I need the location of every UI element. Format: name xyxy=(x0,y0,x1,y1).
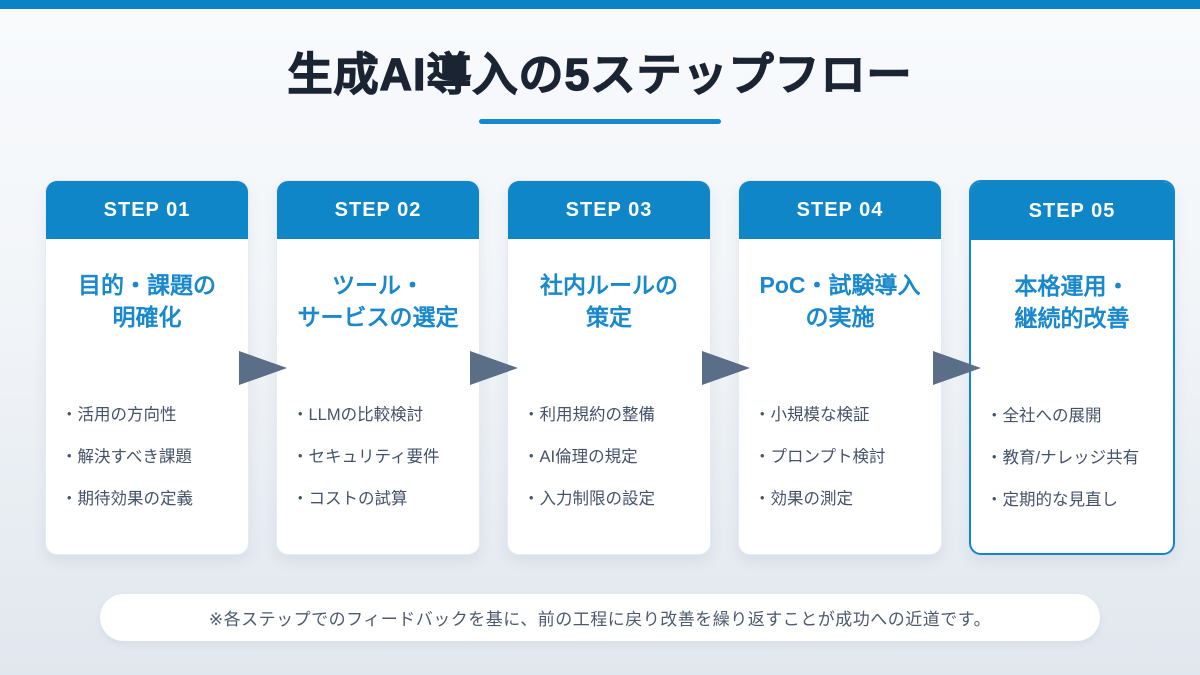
step-bullets: ・小規模な検証 ・プロンプト検討 ・効果の測定 xyxy=(739,401,941,527)
bullet-item: ・小規模な検証 xyxy=(754,406,870,424)
bullet-item: ・プロンプト検討 xyxy=(754,448,886,466)
step-card-5: STEP 05 本格運用・ 継続的改善 ・全社への展開 ・教育/ナレッジ共有 ・… xyxy=(969,180,1175,555)
step-label: STEP 04 xyxy=(796,198,884,221)
bullet-item: ・利用規約の整備 xyxy=(523,406,655,424)
title-block: 生成AI導入の5ステップフロー xyxy=(0,38,1200,124)
top-accent-bar xyxy=(0,0,1200,9)
bullet-item: ・AI倫理の規定 xyxy=(523,448,638,466)
step-card-2: STEP 02 ツール・ サービスの選定 ・LLMの比較検討 ・セキュリティ要件… xyxy=(276,180,480,555)
step-title-line: 本格運用・ xyxy=(1014,273,1130,299)
step-3-header: STEP 03 xyxy=(508,181,710,239)
step-label: STEP 02 xyxy=(334,198,422,221)
bullet-item: ・効果の測定 xyxy=(754,490,853,508)
arrow-right-icon xyxy=(470,351,518,385)
step-title-line: 継続的改善 xyxy=(1014,305,1130,332)
step-title-line: PoC・試験導入 xyxy=(759,272,921,298)
step-title-line: 明確化 xyxy=(112,304,182,331)
step-title-line: の実施 xyxy=(805,304,875,331)
bullet-item: ・セキュリティ要件 xyxy=(292,448,440,466)
step-5-header: STEP 05 xyxy=(971,182,1173,240)
step-1-header: STEP 01 xyxy=(46,181,248,239)
bullet-item: ・コストの試算 xyxy=(292,490,408,508)
arrow-right-icon xyxy=(239,351,287,385)
step-2-header: STEP 02 xyxy=(277,181,479,239)
bullet-item: ・LLMの比較検討 xyxy=(292,406,424,424)
step-card-1: STEP 01 目的・課題の 明確化 ・活用の方向性 ・解決すべき課題 ・期待効… xyxy=(45,180,249,555)
page-title: 生成AI導入の5ステップフロー xyxy=(287,48,913,100)
step-title: PoC・試験導入 の実施 xyxy=(739,239,941,401)
bullet-item: ・教育/ナレッジ共有 xyxy=(986,449,1140,467)
step-title-line: 策定 xyxy=(586,304,632,331)
step-title-line: ツール・ xyxy=(332,272,424,298)
step-bullets: ・LLMの比較検討 ・セキュリティ要件 ・コストの試算 xyxy=(277,401,479,527)
step-label: STEP 03 xyxy=(565,198,653,221)
note-pill: ※各ステップでのフィードバックを基に、前の工程に戻り改善を繰り返すことが成功への… xyxy=(100,594,1100,641)
step-card-4: STEP 04 PoC・試験導入 の実施 ・小規模な検証 ・プロンプト検討 ・効… xyxy=(738,180,942,555)
step-4-header: STEP 04 xyxy=(739,181,941,239)
bullet-item: ・定期的な見直し xyxy=(986,491,1118,509)
step-title: 社内ルールの 策定 xyxy=(508,239,710,401)
step-title-line: サービスの選定 xyxy=(297,304,459,331)
arrow-right-icon xyxy=(702,351,750,385)
step-title: ツール・ サービスの選定 xyxy=(277,239,479,401)
bullet-item: ・入力制限の設定 xyxy=(523,490,655,508)
bullet-item: ・全社への展開 xyxy=(986,407,1102,425)
steps-row: STEP 01 目的・課題の 明確化 ・活用の方向性 ・解決すべき課題 ・期待効… xyxy=(45,180,1175,555)
step-title-line: 社内ルールの xyxy=(540,272,678,298)
step-title: 目的・課題の 明確化 xyxy=(46,239,248,401)
bullet-item: ・活用の方向性 xyxy=(61,406,177,424)
step-bullets: ・活用の方向性 ・解決すべき課題 ・期待効果の定義 xyxy=(46,401,248,527)
step-label: STEP 05 xyxy=(1028,199,1116,222)
step-bullets: ・全社への展開 ・教育/ナレッジ共有 ・定期的な見直し xyxy=(971,402,1173,528)
arrow-right-icon xyxy=(933,351,981,385)
bullet-item: ・期待効果の定義 xyxy=(61,490,193,508)
title-underline xyxy=(479,119,721,124)
step-bullets: ・利用規約の整備 ・AI倫理の規定 ・入力制限の設定 xyxy=(508,401,710,527)
step-card-3: STEP 03 社内ルールの 策定 ・利用規約の整備 ・AI倫理の規定 ・入力制… xyxy=(507,180,711,555)
step-label: STEP 01 xyxy=(103,198,191,221)
step-title: 本格運用・ 継続的改善 xyxy=(971,240,1173,402)
bullet-item: ・解決すべき課題 xyxy=(61,448,192,466)
step-title-line: 目的・課題の xyxy=(78,272,216,298)
note-text: ※各ステップでのフィードバックを基に、前の工程に戻り改善を繰り返すことが成功への… xyxy=(208,610,992,629)
